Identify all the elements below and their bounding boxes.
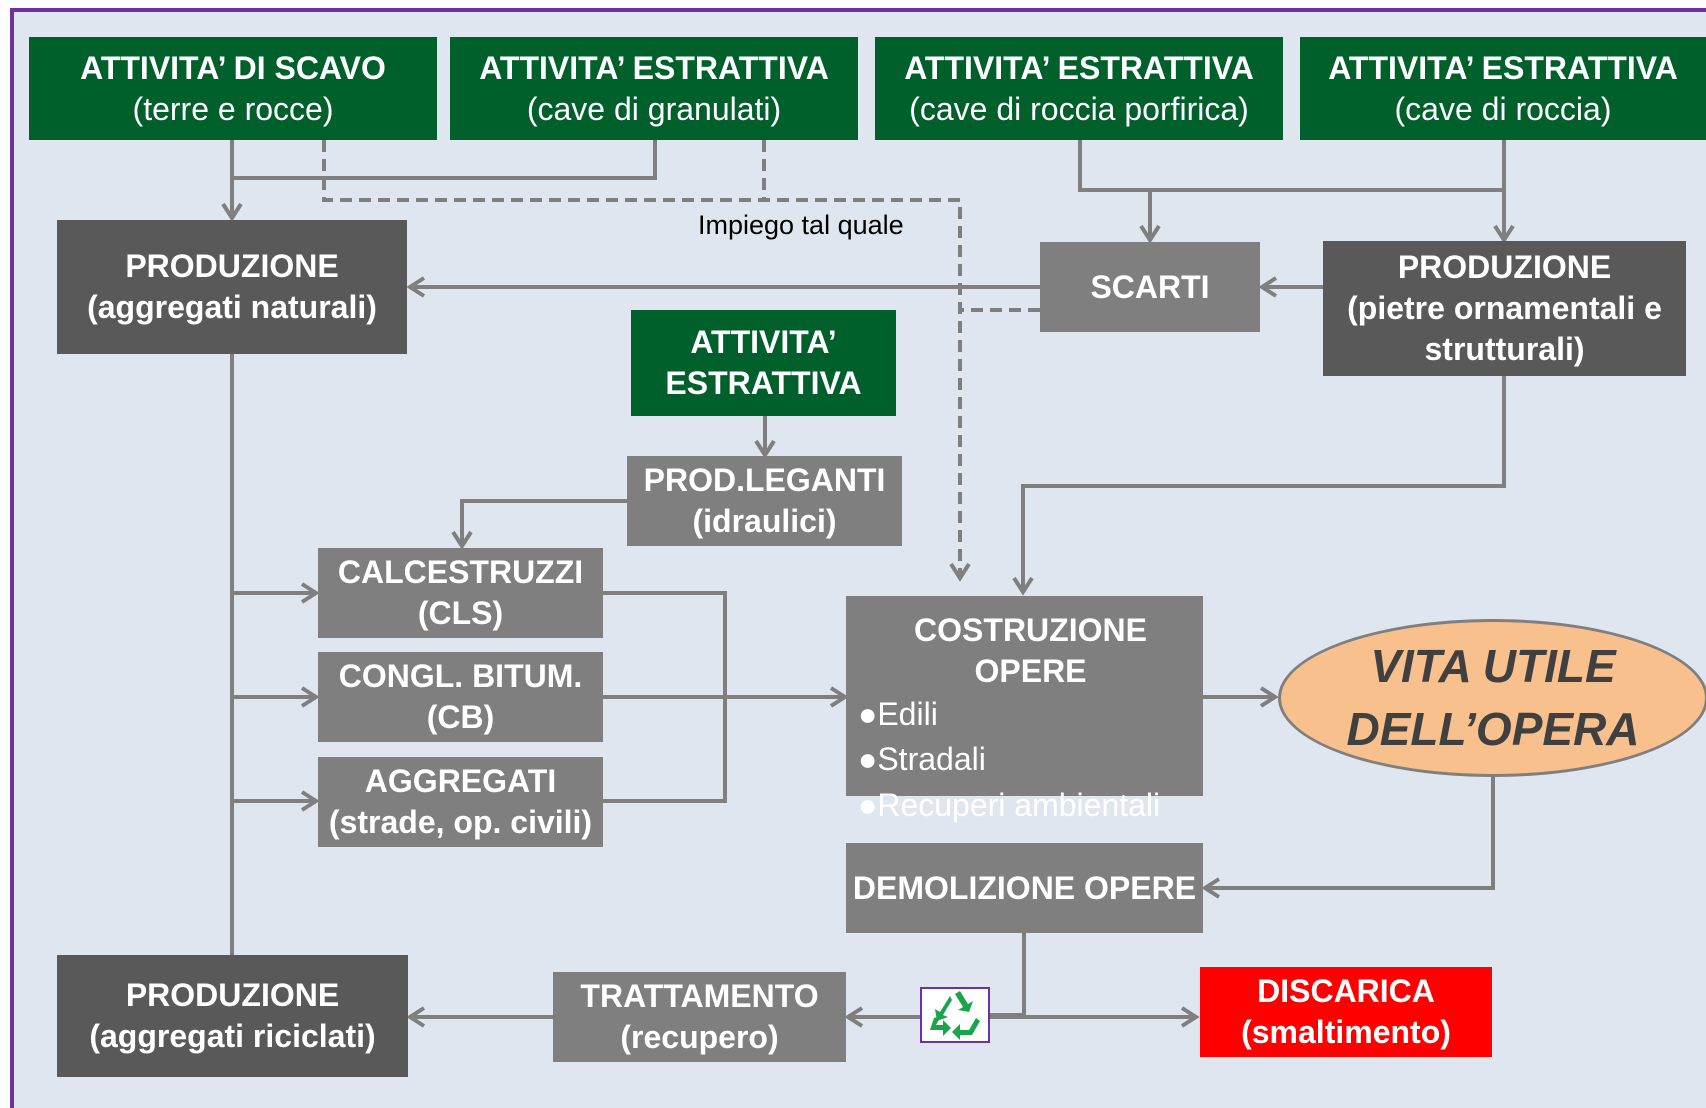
box-title: ATTIVITA’ — [690, 324, 837, 361]
box-title: PRODUZIONE — [125, 248, 339, 285]
dashed-impiego-tal-quale — [322, 140, 971, 582]
box-title: ATTIVITA’ ESTRATTIVA — [904, 49, 1254, 86]
box-subtitle: (aggregati naturali) — [87, 289, 377, 325]
box-congl-bitum: CONGL. BITUM. (CB) — [318, 652, 603, 742]
box-title: ATTIVITA’ DI SCAVO — [80, 49, 386, 86]
box-subtitle: (cave di granulati) — [526, 90, 782, 127]
box-title: ATTIVITA’ ESTRATTIVA — [479, 49, 829, 86]
box-subtitle: (terre e rocce) — [132, 90, 334, 127]
ellipse-line-2: DELL’OPERA — [1346, 703, 1640, 755]
box-demolizione-opere: DEMOLIZIONE OPERE — [846, 843, 1203, 933]
box-cave-porfirica: ATTIVITA’ ESTRATTIVA (cave di roccia por… — [875, 37, 1283, 140]
box-scarti: SCARTI — [1040, 242, 1260, 332]
box-produzione-pietre: PRODUZIONE (pietre ornamentali e struttu… — [1323, 241, 1686, 376]
box-subtitle: (cave di roccia) — [1394, 90, 1612, 127]
box-produzione-naturali: PRODUZIONE (aggregati naturali) — [57, 220, 407, 354]
box-cave-granulati: ATTIVITA’ ESTRATTIVA (cave di granulati) — [450, 37, 858, 140]
box-title: TRATTAMENTO — [580, 978, 819, 1015]
box-produzione-riciclati: PRODUZIONE (aggregati riciclati) — [57, 955, 408, 1077]
box-title: PRODUZIONE — [125, 977, 340, 1014]
box-subtitle-2: strutturali) — [1424, 330, 1585, 367]
box-title: PROD.LEGANTI — [643, 462, 886, 499]
box-subtitle: (aggregati riciclati) — [89, 1018, 376, 1054]
box-subtitle: (smaltimento) — [1241, 1014, 1451, 1050]
arrow-pietre-to-costruzione — [1012, 376, 1506, 596]
box-calcestruzzi: CALCESTRUZZI (CLS) — [318, 548, 603, 638]
bullet-item: ●Edili — [858, 695, 938, 732]
arrow-leganti-to-cls — [451, 499, 627, 550]
box-subtitle: (idraulici) — [692, 503, 837, 539]
box-attivita-scavo: ATTIVITA’ DI SCAVO (terre e rocce) — [29, 37, 437, 140]
ellipse-vita-utile: VITA UTILE DELL’OPERA — [1278, 619, 1706, 777]
ellipse-line-1: VITA UTILE — [1370, 640, 1616, 693]
recycle-icon — [920, 987, 990, 1043]
arrow-vita-to-demolizione — [1201, 777, 1495, 899]
box-attivita-estrattiva-mid: ATTIVITA’ ESTRATTIVA — [631, 310, 896, 416]
box-trattamento: TRATTAMENTO (recupero) — [553, 972, 846, 1062]
box-title: DEMOLIZIONE OPERE — [852, 869, 1197, 906]
box-subtitle: (CB) — [426, 699, 495, 735]
box-aggregati: AGGREGATI (strade, op. civili) — [318, 757, 603, 847]
box-title: PRODUZIONE — [1397, 249, 1612, 286]
box-title: SCARTI — [1090, 268, 1210, 305]
box-title: AGGREGATI — [364, 763, 557, 800]
box-subtitle: (cave di roccia porfirica) — [909, 90, 1249, 127]
box-subtitle: (recupero) — [620, 1019, 779, 1055]
box-subtitle: ESTRATTIVA — [665, 365, 862, 401]
line-porfirica-roccia — [1078, 140, 1504, 192]
box-subtitle: (pietre ornamentali e — [1347, 290, 1662, 327]
box-title: COSTRUZIONE OPERE — [914, 612, 1147, 689]
box-costruzione-opere: COSTRUZIONE OPERE ●Edili ●Stradali ●Recu… — [846, 596, 1203, 823]
box-discarica: DISCARICA (smaltimento) — [1200, 967, 1492, 1057]
line-granulati-join — [232, 140, 657, 180]
box-title: CONGL. BITUM. — [338, 658, 583, 695]
bullet-text: Recuperi ambientali — [877, 786, 1161, 823]
bullet-item: ●Stradali — [858, 741, 986, 778]
box-subtitle: (CLS) — [417, 595, 504, 631]
box-title: ATTIVITA’ ESTRATTIVA — [1328, 49, 1678, 86]
bullet-text: Edili — [877, 695, 938, 732]
box-cave-roccia: ATTIVITA’ ESTRATTIVA (cave di roccia) — [1300, 37, 1706, 140]
box-title: CALCESTRUZZI — [337, 554, 584, 591]
bullet-text: Stradali — [877, 741, 986, 778]
bullet-item: ●Recuperi ambientali — [858, 786, 1161, 823]
label-impiego-tal-quale: Impiego tal quale — [698, 210, 904, 240]
box-title: DISCARICA — [1257, 973, 1435, 1010]
box-prod-leganti: PROD.LEGANTI (idraulici) — [627, 456, 902, 546]
box-subtitle: (strade, op. civili) — [328, 804, 593, 840]
